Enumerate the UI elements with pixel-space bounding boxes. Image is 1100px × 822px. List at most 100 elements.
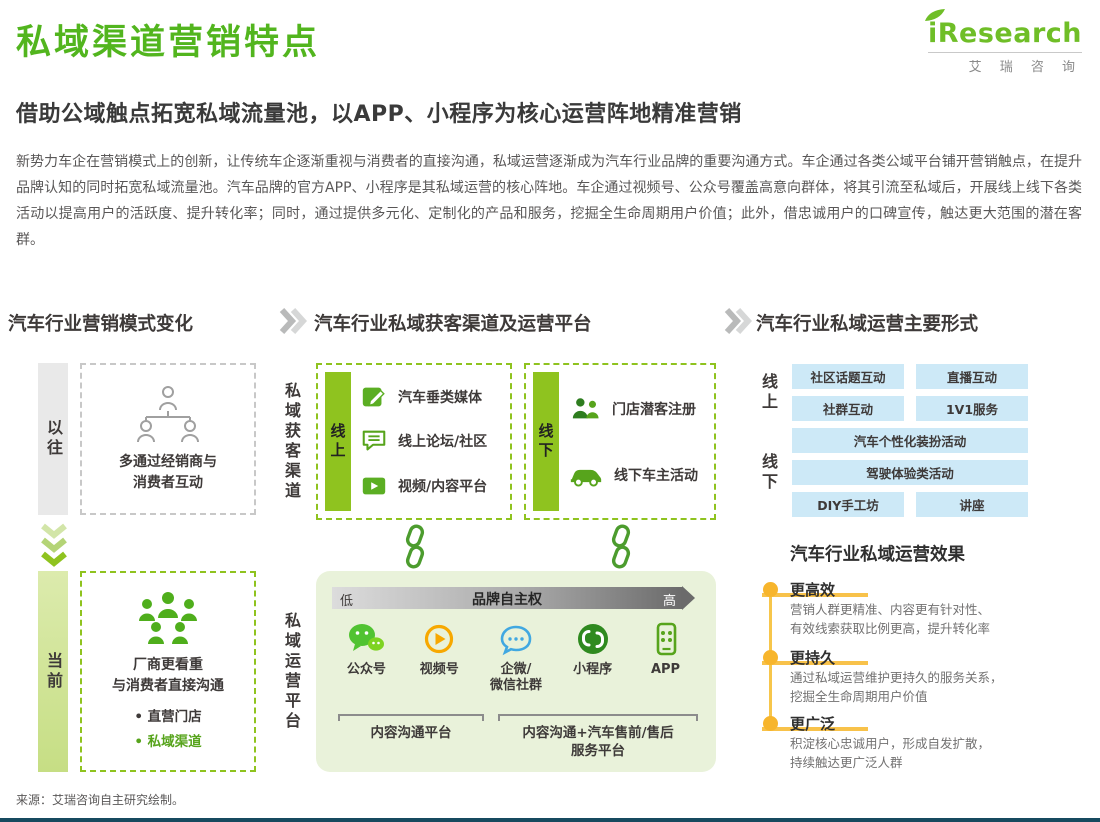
wechat-channels-icon bbox=[425, 624, 454, 654]
online-form-pill: 社区话题互动 bbox=[792, 364, 904, 389]
right-offline-label: 线下 bbox=[757, 428, 779, 517]
group-label-service-platforms: 内容沟通+汽车售前/售后 服务平台 bbox=[522, 725, 674, 760]
brand-logo: iResearch 艾 瑞 咨 询 bbox=[924, 9, 1082, 75]
leaf-icon bbox=[924, 9, 945, 21]
consumer-group-icon bbox=[139, 592, 197, 645]
acquisition-channel-text: 私域获客渠道 bbox=[282, 381, 301, 502]
platform-label: APP bbox=[650, 662, 681, 677]
section-separator-chevron-icon bbox=[724, 307, 752, 335]
right-offline-text: 线下 bbox=[759, 452, 778, 493]
operation-platform-label: 私域运营平台 bbox=[279, 571, 303, 772]
intro-paragraph: 新势力车企在营销模式上的创新，让传统车企逐渐重视与消费者的直接沟通，私域运营逐渐… bbox=[16, 154, 1082, 248]
online-form-pill: 1V1服务 bbox=[916, 396, 1028, 421]
past-description: 多通过经销商与 消费者互动 bbox=[119, 454, 217, 491]
footer-accent-bar bbox=[0, 818, 1100, 822]
chain-link-icon bbox=[611, 524, 631, 569]
effect-dot-icon bbox=[763, 650, 778, 665]
axis-high-label: 高 bbox=[662, 594, 676, 609]
effect-title-breadth: 更广泛 bbox=[790, 715, 836, 733]
brand-name: iResearch bbox=[927, 18, 1082, 49]
section-title-channels-platforms: 汽车行业私域获客渠道及运营平台 bbox=[314, 314, 592, 335]
offline-channel-row: 门店潜客注册 bbox=[568, 395, 708, 423]
source-note: 来源：艾瑞咨询自主研究绘制。 bbox=[16, 793, 185, 807]
platform-label: 小程序 bbox=[573, 662, 613, 677]
platform-wecom-group: 企微/ 微信社群 bbox=[476, 617, 557, 695]
store-visitors-icon bbox=[572, 397, 599, 418]
offline-form-pill: 讲座 bbox=[916, 492, 1028, 517]
online-channel-label: 视频/内容平台 bbox=[398, 478, 488, 495]
app-phone-icon bbox=[656, 622, 676, 656]
brand-autonomy-axis: 低 品牌自主权 高 bbox=[332, 586, 695, 610]
platform-label: 公众号 bbox=[346, 662, 386, 677]
online-channel-label: 汽车垂类媒体 bbox=[398, 390, 482, 407]
page-title: 私域渠道营销特点 bbox=[16, 23, 321, 63]
online-channels-box: 线上 汽车垂类媒体 线上论坛/社区 bbox=[316, 363, 512, 520]
section-separator-chevron-icon bbox=[279, 307, 307, 335]
effect-title-durability: 更持久 bbox=[790, 649, 836, 667]
axis-title: 品牌自主权 bbox=[472, 592, 542, 608]
platform-mini-program: 小程序 bbox=[556, 617, 629, 695]
offline-form-pill: 驾驶体验类活动 bbox=[792, 460, 1028, 485]
current-bullets: • 直营门店 • 私域渠道 bbox=[134, 705, 201, 754]
axis-low-label: 低 bbox=[340, 594, 354, 609]
online-channel-label: 线上论坛/社区 bbox=[398, 434, 488, 451]
current-label: 当前 bbox=[44, 651, 63, 692]
right-online-text: 线上 bbox=[759, 372, 778, 413]
section-title-operation-forms: 汽车行业私域运营主要形式 bbox=[756, 314, 979, 335]
platform-app: APP bbox=[629, 617, 702, 695]
bullet-direct-store: • 直营门店 bbox=[134, 709, 202, 726]
online-channel-row: 视频/内容平台 bbox=[360, 472, 504, 500]
group-bracket bbox=[498, 714, 698, 721]
wecom-group-icon bbox=[500, 625, 532, 656]
right-online-label: 线上 bbox=[757, 364, 779, 421]
effect-dot-icon bbox=[763, 582, 778, 597]
operation-platform-panel: 低 品牌自主权 高 公众号 bbox=[316, 571, 716, 772]
offline-channels-box: 线下 门店潜客注册 线下车主活动 bbox=[524, 363, 716, 520]
effect-underline bbox=[762, 727, 868, 731]
effect-desc-durability: 通过私域运营维护更持久的服务关系， 挖掘全生命周期用户价值 bbox=[790, 670, 1003, 704]
bullet-private-channel: • 私域渠道 bbox=[134, 733, 202, 750]
past-label-bar: 以往 bbox=[38, 363, 68, 515]
group-label-content-platforms: 内容沟通平台 bbox=[370, 725, 452, 741]
acquisition-channel-label: 私域获客渠道 bbox=[279, 363, 303, 520]
chain-link-icon bbox=[405, 524, 425, 569]
media-pencil-icon bbox=[362, 387, 385, 407]
online-bar: 线上 bbox=[325, 372, 351, 511]
group-bracket bbox=[338, 714, 484, 721]
current-mode-box: 厂商更看重 与消费者直接沟通 • 直营门店 • 私域渠道 bbox=[80, 571, 256, 772]
online-form-pill: 直播互动 bbox=[916, 364, 1028, 389]
dealer-org-icon bbox=[137, 386, 199, 442]
platform-wechat-official: 公众号 bbox=[330, 617, 403, 695]
past-label: 以往 bbox=[44, 419, 63, 459]
effect-underline bbox=[762, 593, 868, 597]
offline-channel-label: 门店潜客注册 bbox=[612, 401, 696, 418]
online-channel-row: 线上论坛/社区 bbox=[360, 427, 504, 455]
online-bar-label: 线上 bbox=[328, 422, 347, 461]
platform-row: 公众号 视频号 bbox=[316, 617, 716, 695]
effect-title-efficiency: 更高效 bbox=[790, 581, 836, 599]
effects-title: 汽车行业私域运营效果 bbox=[790, 545, 965, 565]
offline-bar-label: 线下 bbox=[536, 422, 555, 461]
past-mode-box: 多通过经销商与 消费者互动 bbox=[80, 363, 256, 515]
forum-chat-icon bbox=[362, 431, 386, 451]
page-subtitle: 借助公域触点拓宽私域流量池，以APP、小程序为核心运营阵地精准营销 bbox=[16, 102, 742, 127]
offline-channel-row: 线下车主活动 bbox=[568, 462, 708, 489]
current-label-bar: 当前 bbox=[38, 571, 68, 772]
wechat-official-icon bbox=[349, 624, 385, 651]
offline-form-pill: 汽车个性化装扮活动 bbox=[792, 428, 1028, 453]
platform-label: 视频号 bbox=[419, 662, 459, 677]
operation-platform-text: 私域运营平台 bbox=[282, 611, 301, 732]
online-channel-row: 汽车垂类媒体 bbox=[360, 383, 504, 411]
current-description: 厂商更看重 与消费者直接沟通 bbox=[112, 657, 224, 695]
brand-name-cn: 艾 瑞 咨 询 bbox=[927, 52, 1082, 75]
mini-program-icon bbox=[577, 624, 608, 654]
effect-desc-breadth: 积淀核心忠诚用户，形成自发扩散， 持续触达更广泛人群 bbox=[790, 736, 991, 770]
car-icon bbox=[570, 469, 602, 486]
video-play-icon bbox=[362, 477, 386, 495]
offline-bar: 线下 bbox=[533, 372, 559, 511]
offline-form-pill: DIY手工坊 bbox=[792, 492, 904, 517]
down-chevrons-icon bbox=[41, 523, 67, 567]
online-form-pill: 社群互动 bbox=[792, 396, 904, 421]
section-title-marketing-change: 汽车行业营销模式变化 bbox=[8, 314, 194, 335]
